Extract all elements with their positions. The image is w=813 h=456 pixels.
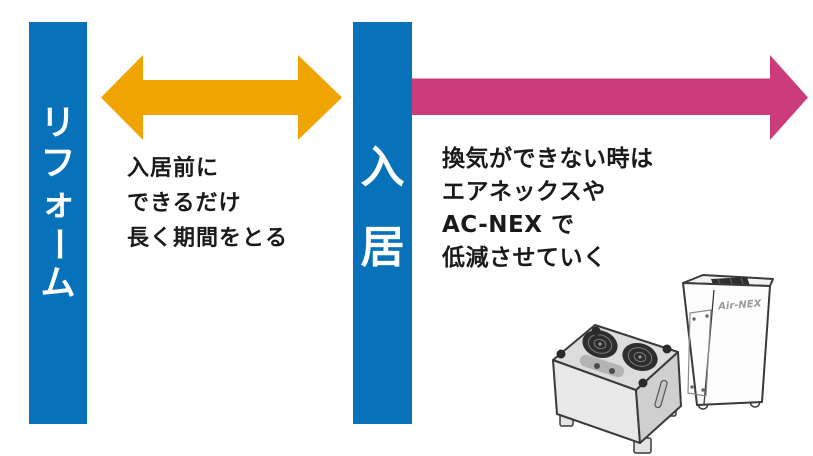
note-line: 低減させていく	[442, 245, 607, 271]
fan-grille-icon	[582, 330, 618, 358]
note-line: AC-NEX で	[442, 212, 575, 238]
timeline-bar-movein: 入居	[353, 22, 412, 424]
right-arrow-icon	[412, 55, 808, 140]
ac-nex-device-illustration	[552, 324, 682, 454]
note-line: 換気ができない時は	[442, 146, 654, 172]
after-movein-note: 換気ができない時は エアネックスや AC-NEX で 低減させていく	[442, 143, 654, 275]
before-movein-note: 入居前に できるだけ 長く期間をとる	[127, 151, 288, 256]
note-line: 入居前に	[127, 156, 220, 181]
double-arrow-icon	[101, 55, 342, 140]
timeline-bar-reform: リフォーム	[29, 22, 87, 424]
air-nex-device-label: Air-NEX	[717, 298, 763, 312]
air-nex-device-illustration: Air-NEX	[682, 274, 774, 410]
note-line: 長く期間をとる	[127, 226, 289, 251]
note-line: エアネックスや	[442, 179, 606, 205]
reform-bar-label: リフォーム	[37, 104, 78, 304]
movein-bar-label: 入居	[360, 142, 405, 273]
note-line: できるだけ	[127, 191, 242, 216]
fan-grille-icon	[622, 343, 658, 371]
